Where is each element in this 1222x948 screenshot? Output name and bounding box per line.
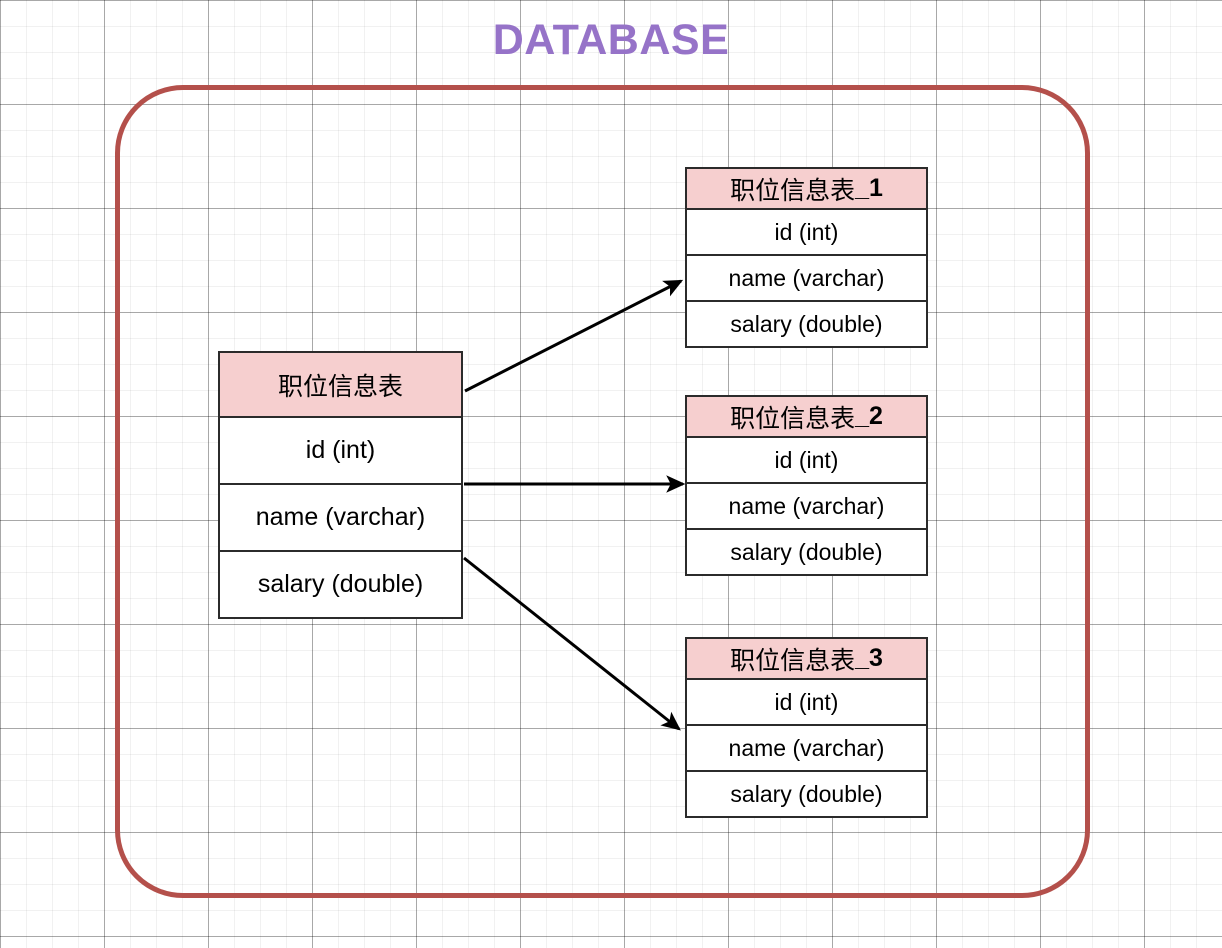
table-derived-3-header: 职位信息表_3 bbox=[685, 637, 928, 680]
table-derived-1-header-suffix: _1 bbox=[855, 174, 883, 202]
table-derived-2[interactable]: 职位信息表_2 id (int) name (varchar) salary (… bbox=[685, 395, 928, 576]
table-derived-2-header-base: 职位信息表 bbox=[730, 403, 856, 433]
table-derived-2-row-name: name (varchar) bbox=[685, 484, 928, 530]
table-derived-3-header-suffix: _3 bbox=[855, 644, 883, 672]
table-derived-1-row-id: id (int) bbox=[685, 210, 928, 256]
table-derived-1-header-base: 职位信息表 bbox=[730, 175, 856, 205]
table-derived-2-row-id: id (int) bbox=[685, 438, 928, 484]
table-derived-3-row-id: id (int) bbox=[685, 680, 928, 726]
table-derived-3[interactable]: 职位信息表_3 id (int) name (varchar) salary (… bbox=[685, 637, 928, 818]
table-source-row-name: name (varchar) bbox=[218, 485, 463, 552]
table-source-row-salary: salary (double) bbox=[218, 552, 463, 619]
table-derived-1[interactable]: 职位信息表_1 id (int) name (varchar) salary (… bbox=[685, 167, 928, 348]
table-derived-1-row-name: name (varchar) bbox=[685, 256, 928, 302]
table-derived-2-header: 职位信息表_2 bbox=[685, 395, 928, 438]
table-derived-2-row-salary: salary (double) bbox=[685, 530, 928, 576]
page-title: DATABASE bbox=[492, 16, 730, 64]
table-derived-3-row-salary: salary (double) bbox=[685, 772, 928, 818]
table-derived-1-header: 职位信息表_1 bbox=[685, 167, 928, 210]
table-source-row-id: id (int) bbox=[218, 418, 463, 485]
database-boundary bbox=[115, 85, 1090, 898]
table-derived-1-row-salary: salary (double) bbox=[685, 302, 928, 348]
table-source[interactable]: 职位信息表 id (int) name (varchar) salary (do… bbox=[218, 351, 463, 619]
table-derived-2-header-suffix: _2 bbox=[855, 402, 883, 430]
table-source-header: 职位信息表 bbox=[218, 351, 463, 418]
table-derived-3-row-name: name (varchar) bbox=[685, 726, 928, 772]
table-derived-3-header-base: 职位信息表 bbox=[730, 645, 856, 675]
